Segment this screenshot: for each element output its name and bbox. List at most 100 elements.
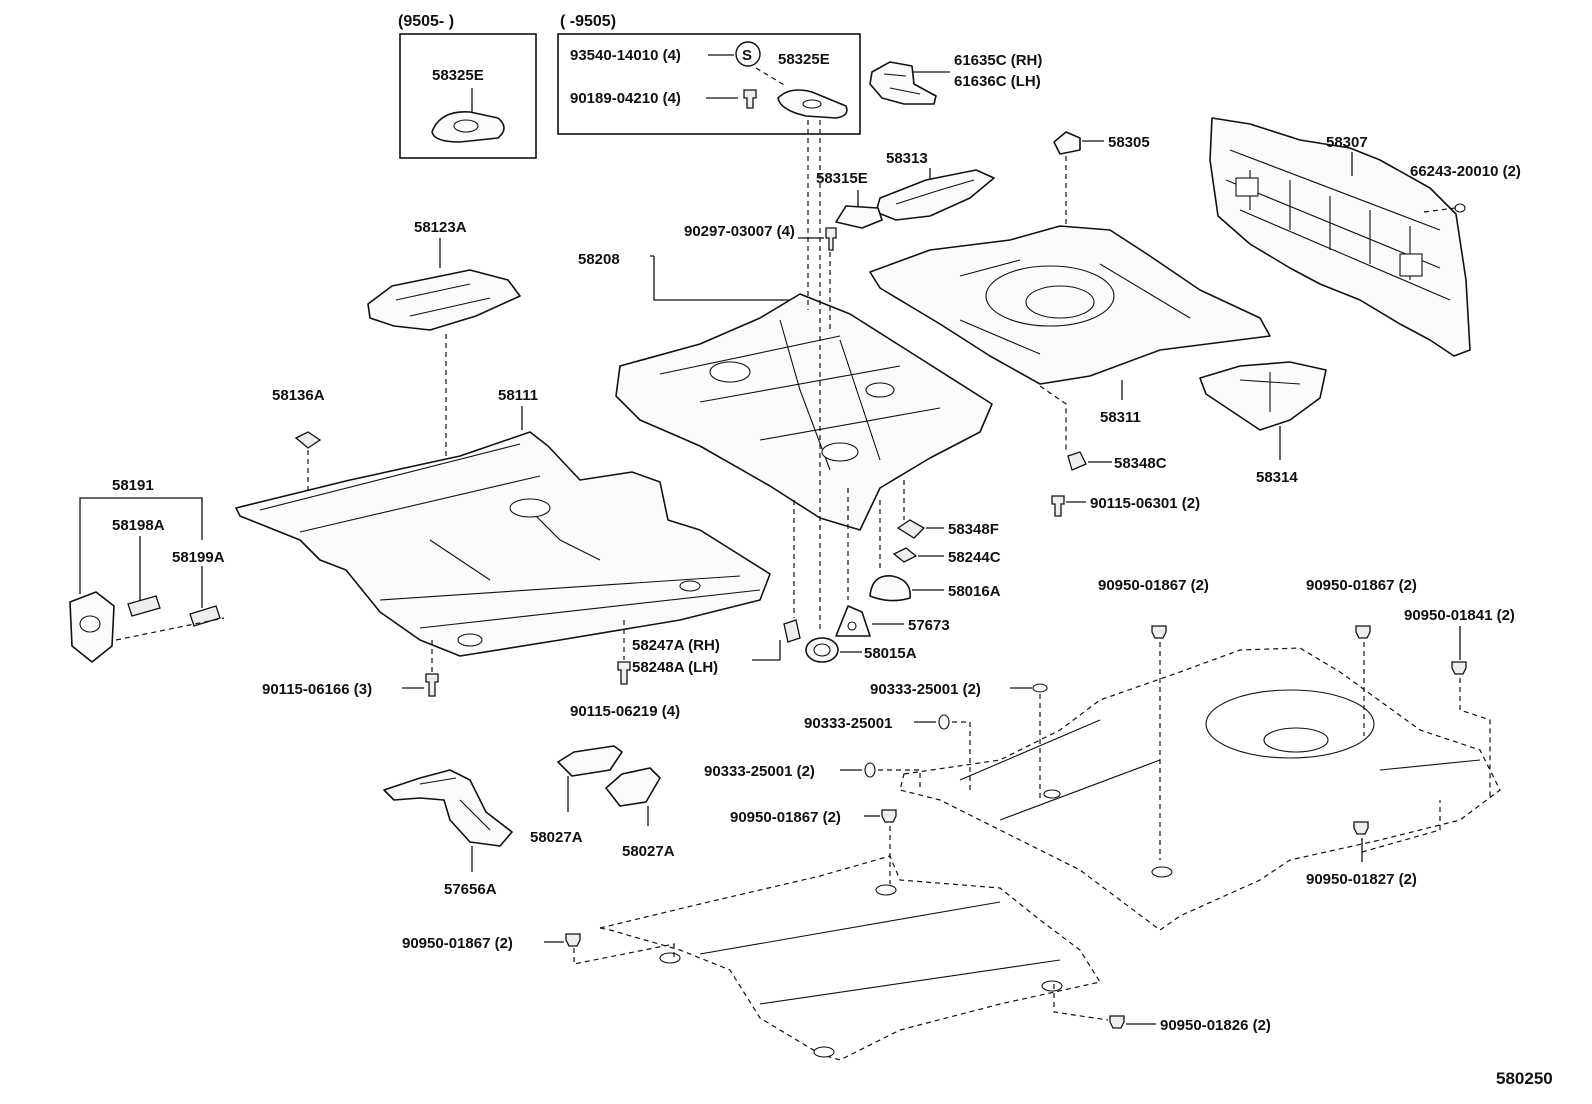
part-90950-01867-a[interactable]	[1151, 625, 1167, 639]
inset-left-box	[399, 33, 537, 159]
group-61635c: 61635C (RH) 61636C (LH)	[869, 52, 1042, 105]
part-57656a[interactable]	[383, 769, 513, 847]
dash-93540	[755, 67, 787, 87]
part-rear-silencer[interactable]	[899, 647, 1501, 931]
part-58208-hole-3	[865, 382, 895, 398]
part-90950-01827[interactable]	[1353, 821, 1369, 835]
part-58313-detail	[895, 179, 975, 205]
label-58311: 58311	[1100, 409, 1141, 426]
group-58136a: 58136A	[272, 387, 325, 540]
part-58307[interactable]	[1209, 117, 1471, 357]
label-58348f: 58348F	[948, 521, 999, 538]
label-90950-01867-d: 90950-01867 (2)	[402, 935, 513, 952]
part-rear-silencer-hole-1	[1151, 866, 1173, 878]
label-58314: 58314	[1256, 469, 1298, 486]
part-58311-ribs	[959, 259, 1191, 355]
part-58244c[interactable]	[892, 547, 918, 563]
label-58248a: 58248A (LH)	[632, 659, 718, 676]
part-90950-01867-b[interactable]	[1355, 625, 1371, 639]
dash-90950-01841	[1459, 678, 1491, 800]
label-57656a: 57656A	[444, 881, 497, 898]
label-58027a-2: 58027A	[622, 843, 675, 860]
dash-58191	[115, 617, 225, 641]
part-58027a-2[interactable]	[605, 767, 661, 807]
part-58247a[interactable]	[783, 619, 801, 643]
group-58027a: 58027A 58027A	[530, 745, 675, 860]
inset-left-header: (9505- )	[398, 13, 454, 30]
part-front-silencer-hole-3	[813, 1046, 835, 1058]
part-58325e-left-hole	[453, 119, 479, 133]
part-58123a-detail	[395, 283, 491, 317]
part-90950-01826[interactable]	[1109, 1015, 1125, 1029]
part-90333-25001-a[interactable]	[1032, 683, 1048, 693]
label-58016a: 58016A	[948, 583, 1001, 600]
part-61635c-detail	[883, 73, 921, 95]
dash-90950-01867-d	[573, 943, 675, 965]
group-rear-fasteners: 90950-01867 (2) 90950-01867 (2) 90950-01…	[704, 577, 1515, 888]
part-58111-hole-2	[457, 633, 483, 647]
label-58325e-left: 58325E	[432, 67, 484, 84]
part-58311-spare-well	[985, 265, 1115, 327]
group-58208: 90297-03007 (4) 58208	[578, 120, 993, 531]
label-58136a: 58136A	[272, 387, 325, 404]
part-61635c[interactable]	[869, 61, 937, 105]
label-90950-01827: 90950-01827 (2)	[1306, 871, 1417, 888]
part-58314[interactable]	[1199, 361, 1327, 431]
part-66243-plug[interactable]	[1454, 203, 1466, 213]
part-58307-opening-2	[1399, 253, 1423, 277]
part-90950-01867-d[interactable]	[565, 933, 581, 947]
label-90950-01867-b: 90950-01867 (2)	[1306, 577, 1417, 594]
part-90333-25001-c[interactable]	[864, 762, 876, 778]
part-90115-06166[interactable]	[425, 673, 439, 697]
part-58191-hole	[79, 615, 101, 633]
part-58111[interactable]	[235, 431, 771, 657]
part-58315e[interactable]	[835, 205, 883, 229]
part-90950-01867-c[interactable]	[881, 809, 897, 823]
part-58027a-1[interactable]	[557, 745, 623, 777]
part-58198a[interactable]	[127, 595, 161, 617]
label-90115-06166: 90115-06166 (3)	[262, 681, 372, 698]
part-58314-detail	[1239, 372, 1301, 412]
part-58348c[interactable]	[1067, 451, 1087, 471]
inset-right: ( -9505) 93540-14010 (4) S 58325E 90189-…	[557, 13, 861, 135]
label-58244c: 58244C	[948, 549, 1001, 566]
part-90115-06301[interactable]	[1051, 495, 1065, 517]
label-58315e: 58315E	[816, 170, 868, 187]
group-58111: 58111	[235, 387, 771, 657]
part-58208-hole-1	[709, 361, 751, 383]
label-58348c: 58348C	[1114, 455, 1167, 472]
label-58325e-right: 58325E	[778, 51, 830, 68]
label-58199a: 58199A	[172, 549, 225, 566]
group-front-silencer	[599, 855, 1101, 1061]
part-58016a[interactable]	[869, 575, 911, 602]
group-58307: 58307 66243-20010 (2)	[1209, 117, 1521, 357]
part-58123a[interactable]	[367, 269, 521, 331]
group-grommets: 58348F 58244C 58016A 57673 58015A	[805, 120, 1001, 663]
part-90115-06219[interactable]	[617, 661, 631, 685]
label-58015a: 58015A	[864, 645, 917, 662]
label-93540: 93540-14010 (4)	[570, 47, 681, 64]
part-58311[interactable]	[869, 225, 1271, 385]
label-57673: 57673	[908, 617, 950, 634]
part-58208[interactable]	[615, 293, 993, 531]
part-rear-silencer-inner	[1263, 727, 1329, 753]
part-90297-bolt[interactable]	[825, 227, 837, 251]
label-90333-25001-a: 90333-25001 (2)	[870, 681, 981, 698]
inset-left: (9505- ) 58325E	[398, 13, 537, 159]
part-58348f[interactable]	[896, 519, 926, 539]
part-90950-01841[interactable]	[1451, 661, 1467, 675]
part-90333-25001-b[interactable]	[938, 714, 950, 730]
part-90189-screw[interactable]	[743, 89, 757, 109]
part-58199a[interactable]	[189, 605, 221, 627]
symbol-s-circle	[735, 41, 761, 67]
part-58136a[interactable]	[294, 431, 322, 449]
part-58111-hole-3	[679, 580, 701, 592]
group-58191: 58191 58198A 58199A	[69, 477, 225, 663]
part-front-silencer[interactable]	[599, 855, 1101, 1061]
group-57656a: 57656A	[383, 769, 513, 898]
symbol-s: S	[742, 47, 752, 64]
part-57673[interactable]	[835, 605, 871, 637]
part-58313[interactable]	[875, 169, 995, 221]
part-58305[interactable]	[1053, 131, 1081, 155]
label-58111: 58111	[498, 387, 538, 404]
